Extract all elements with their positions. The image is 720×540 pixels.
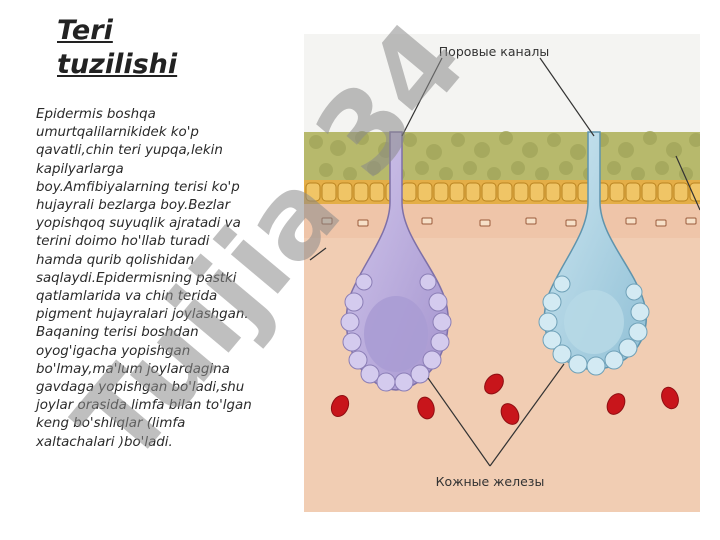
body-line: saqlaydi.Epidermisning pastki — [36, 270, 237, 286]
body-line: qatlamlarida va chin terida — [36, 289, 218, 305]
body-line: qavatli,chin teri yupqa,lekin — [36, 143, 223, 159]
body-line: yopishqoq suyuqlik ajratadi va — [36, 216, 241, 232]
body-line: pigment hujayralari joylashgan. — [36, 307, 249, 323]
title-line-1: Teri — [57, 15, 113, 46]
pore-channels-label: Поровые каналы — [439, 44, 549, 59]
slide-title: Teri tuzilishi — [57, 14, 257, 82]
slide-body-text: Epidermis boshqa umurtqalilarnikidek ko'… — [36, 106, 274, 452]
right-skin-gland — [538, 131, 650, 376]
body-line: hamda qurib qolishidan — [36, 252, 195, 268]
label-pointer-lines — [309, 57, 700, 467]
body-line: oyog'igacha yopishgan — [36, 343, 191, 359]
body-line: gavdaga yopishgan bo'ladi,shu — [36, 380, 245, 396]
body-line: kapilyarlarga — [36, 161, 124, 177]
body-line: Baqaning terisi boshdan — [36, 325, 199, 341]
body-line: boy.Amfibiyalarning terisi ko'p — [36, 179, 240, 195]
body-line: bo'lmay,ma'lum joylardagina — [36, 361, 230, 377]
skin-glands-label: Кожные железы — [436, 474, 545, 489]
left-skin-gland — [340, 131, 452, 392]
skin-structure-figure: Поровые каналы Кожные железы — [304, 34, 700, 512]
skin-cross-section-illustration: Поровые каналы Кожные железы — [304, 34, 700, 512]
dermis-small-cells — [321, 217, 697, 227]
blood-cells — [330, 373, 679, 425]
body-line: hujayrali bezlarga boy.Bezlar — [36, 198, 231, 214]
body-line: Epidermis boshqa — [36, 107, 156, 122]
body-line: xaltachalari )bo'ladi. — [36, 434, 173, 450]
title-line-2: tuzilishi — [57, 49, 178, 80]
body-line: umurtqalilarnikidek ko'p — [36, 125, 199, 141]
body-line: joylar orasida limfa bilan to'lgan — [36, 398, 252, 414]
body-line: terini doimo ho'llab turadi — [36, 234, 210, 250]
body-line: keng bo'shliqlar (limfa — [36, 416, 186, 432]
